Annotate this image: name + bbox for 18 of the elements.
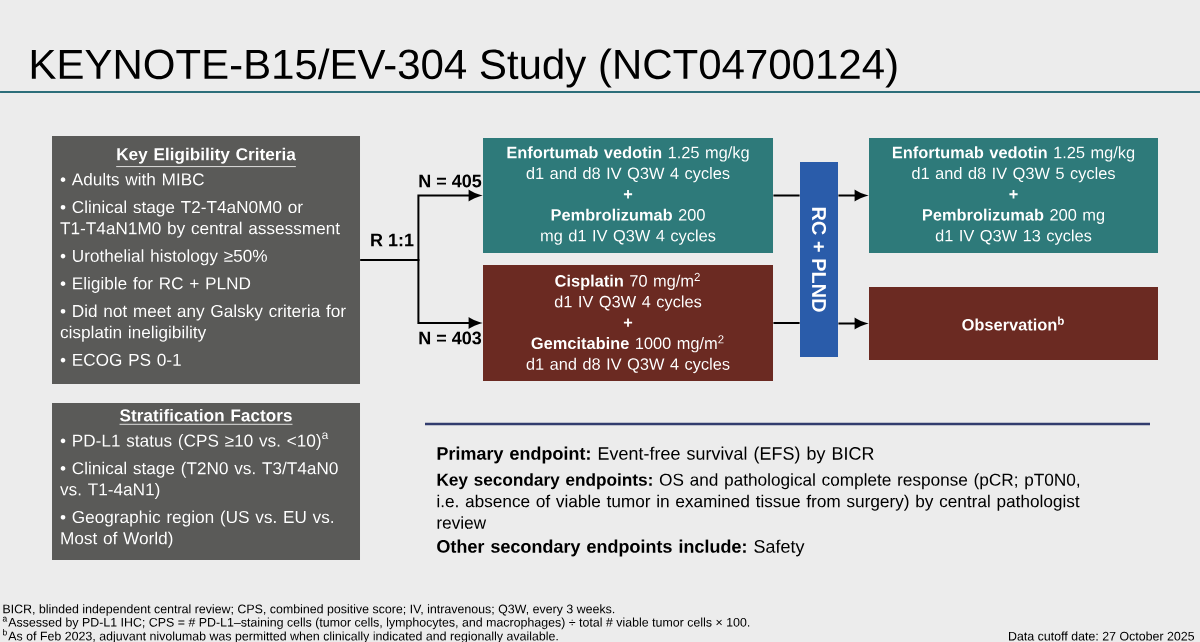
endpoint-text: Key secondary endpoints: OS and pathological complete response (pCR; pT0N0, i.e. absence of viable tumor in examined tissue from surgery) by central pathologist review xyxy=(437,473,1080,529)
treatment-box: Cisplatin 70 mg/m$^{2}$ d1 IV Q3W 4 cycles + Gemcitabine 1000 mg/m$^{2}$ d1 and d8 IV Q3W 4 cycles xyxy=(483,265,773,381)
footnote: BICR, blinded independent central review; CPS, combined positive score; IV, intravenous; Q3W, every 3 weeks. xyxy=(3,604,615,616)
stratification-box: Stratification Factors • PD-L1 status (CPS ≥10 vs. <10)$^{a}$ • Clinical stage (T2N0 vs. T3/T4aN0 vs. T1-4aN1) • Geographic region (US vs. EU vs. Most of World) xyxy=(52,402,360,561)
treatment-box: Enfortumab vedotin 1.25 mg/kg d1 and d8 IV Q3W 5 cycles + Pembrolizumab 200 mg d1 IV Q3W 13 cycles xyxy=(869,138,1158,253)
slide-title: KEYNOTE-B15/EV-304 Study (NCT04700124) xyxy=(31,48,897,88)
edge-label: N = 405 xyxy=(419,174,482,188)
endpoint-text: Primary endpoint: Event-free survival (EFS) by BICR xyxy=(437,446,874,464)
surgery-bar: RC + PLND xyxy=(800,162,838,357)
treatment-box: Enfortumab vedotin 1.25 mg/kg d1 and d8 IV Q3W 4 cycles + Pembrolizumab 200 mg d1 IV Q3W 4 cycles xyxy=(483,138,773,253)
footnote: $^{b}$As of Feb 2023, adjuvant nivolumab was permitted when clinically indicated and regionally available. xyxy=(3,629,558,642)
eligibility-box: Key Eligibility Criteria • Adults with MIBC • Clinical stage T2-T4aN0M0 or T1-T4aN1M0 by central assessment • Urothelial histology ≥50% • Eligible for RC + PLND • Did not meet any Galsky criteria for cisplatin ineligibility • ECOG PS 0-1 xyxy=(52,136,360,384)
treatment-box: Observation$^{b}$ xyxy=(869,287,1158,360)
arrow xyxy=(359,259,480,329)
footnote: $^{a}$Assessed by PD-L1 IHC; CPS = # PD-L1–staining cells (tumor cells, lymphocytes, and macrophages) ÷ total # viable tumor cells × 100. xyxy=(2,616,750,630)
edge-label: N = 403 xyxy=(419,331,482,345)
cutoff-date: Data cutoff date: 27 October 2025 xyxy=(1009,631,1195,641)
endpoint-text: Other secondary endpoints include: Safety xyxy=(437,539,805,557)
